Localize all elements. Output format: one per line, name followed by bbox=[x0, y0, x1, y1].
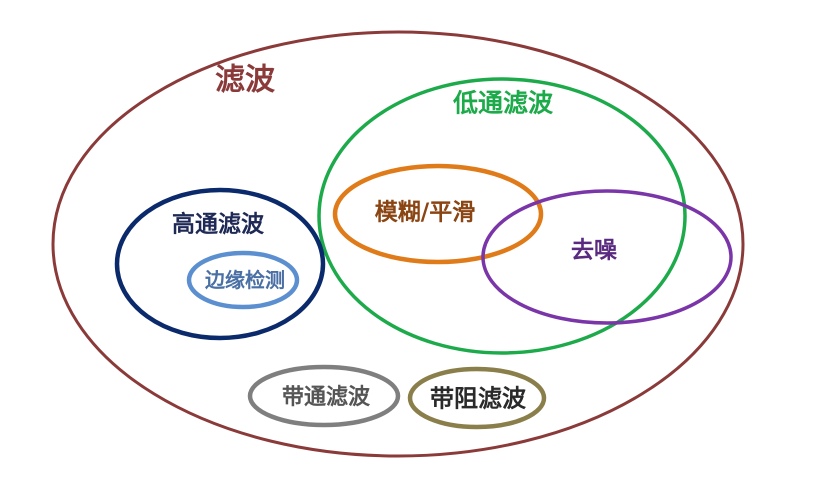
edge-detection-label: 边缘检测 bbox=[204, 268, 285, 292]
filtering-ellipse bbox=[51, 30, 745, 458]
bandpass-ellipse bbox=[247, 364, 401, 428]
bandstop-ellipse bbox=[407, 366, 547, 430]
highpass-ellipse bbox=[114, 187, 326, 341]
denoise-label: 去噪 bbox=[571, 237, 618, 264]
bandstop-label: 带阻滤波 bbox=[430, 384, 527, 413]
blur-smooth-ellipse bbox=[332, 163, 544, 265]
highpass-label: 高通滤波 bbox=[172, 211, 265, 238]
denoise-ellipse bbox=[481, 189, 733, 325]
filtering-label: 滤波 bbox=[215, 63, 276, 98]
bandpass-label: 带通滤波 bbox=[282, 384, 371, 410]
edge-detection-ellipse bbox=[186, 250, 300, 310]
blur-smooth-label: 模糊/平滑 bbox=[375, 199, 475, 226]
lowpass-label: 低通滤波 bbox=[452, 89, 554, 118]
lowpass-ellipse bbox=[317, 77, 687, 355]
